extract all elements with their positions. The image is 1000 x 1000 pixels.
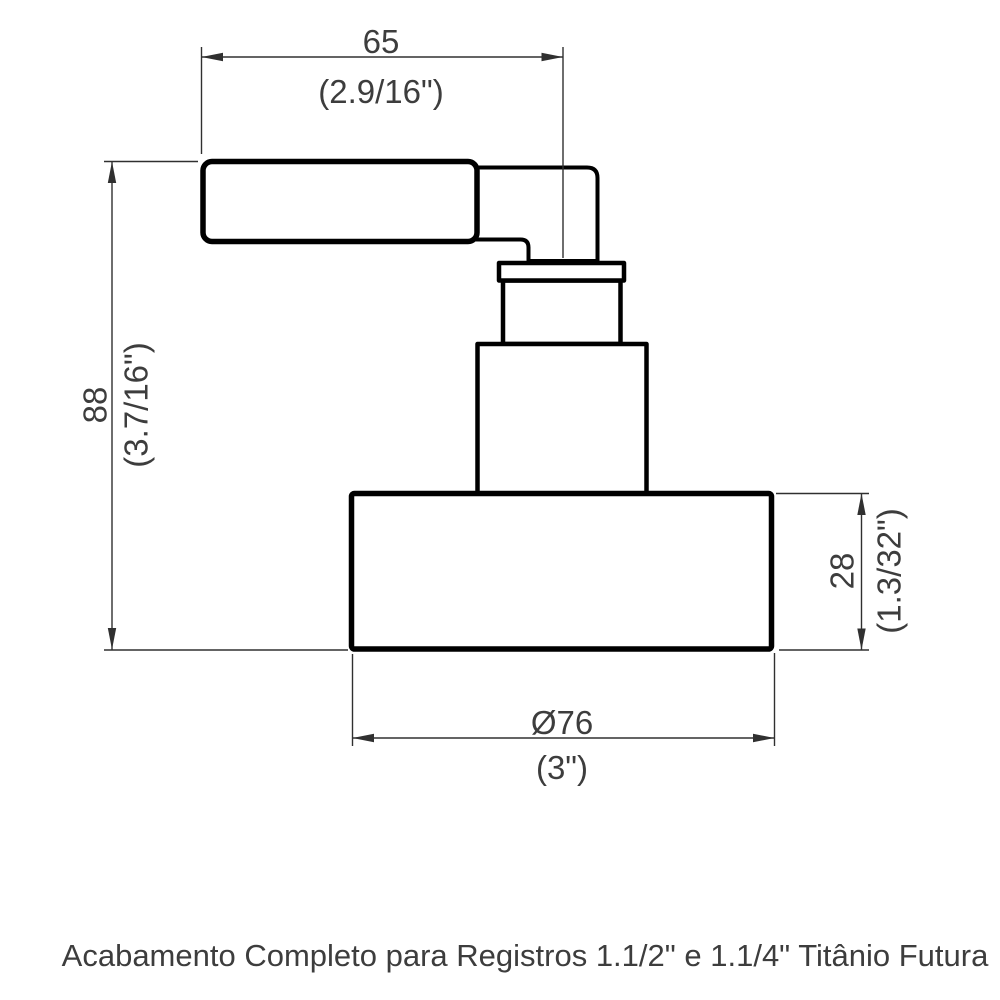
lever-handle-outline xyxy=(200,158,480,245)
handle-elbow-outline xyxy=(472,165,600,263)
stem-collar-outline xyxy=(500,278,623,347)
dimension-value-inches: (3.7/16") xyxy=(118,342,155,467)
arrowhead-up-icon xyxy=(857,493,866,515)
stem-cap-outline xyxy=(496,260,627,283)
dimension-value-inches: (2.9/16") xyxy=(318,73,443,110)
dimension-base-diameter: Ø76 (3") xyxy=(351,653,776,786)
dimension-value-mm: 88 xyxy=(77,387,114,424)
arrowhead-up-icon xyxy=(107,161,117,183)
dimension-base-height: 28 (1.3/32") xyxy=(776,492,908,651)
part-outline xyxy=(200,158,775,652)
dimension-value-inches: (3") xyxy=(536,749,588,786)
dimension-value-inches: (1.3/32") xyxy=(871,508,908,633)
dimension-handle-width: 65 (2.9/16") xyxy=(200,23,564,258)
product-caption: Acabamento Completo para Registros 1.1/2… xyxy=(62,938,989,973)
base-flange-outline xyxy=(348,490,775,652)
arrowhead-down-icon xyxy=(857,628,866,650)
arrowhead-left-icon xyxy=(352,733,374,743)
arrowhead-down-icon xyxy=(107,628,117,650)
arrowhead-right-icon xyxy=(541,52,563,62)
arrowhead-left-icon xyxy=(201,52,223,62)
body-cylinder-outline xyxy=(475,341,649,496)
dimension-total-height: 88 (3.7/16") xyxy=(77,160,348,651)
dimension-value-mm: Ø76 xyxy=(531,704,593,741)
arrowhead-right-icon xyxy=(753,733,775,743)
dimension-value-mm: 65 xyxy=(363,23,400,60)
dimension-value-mm: 28 xyxy=(824,553,861,590)
